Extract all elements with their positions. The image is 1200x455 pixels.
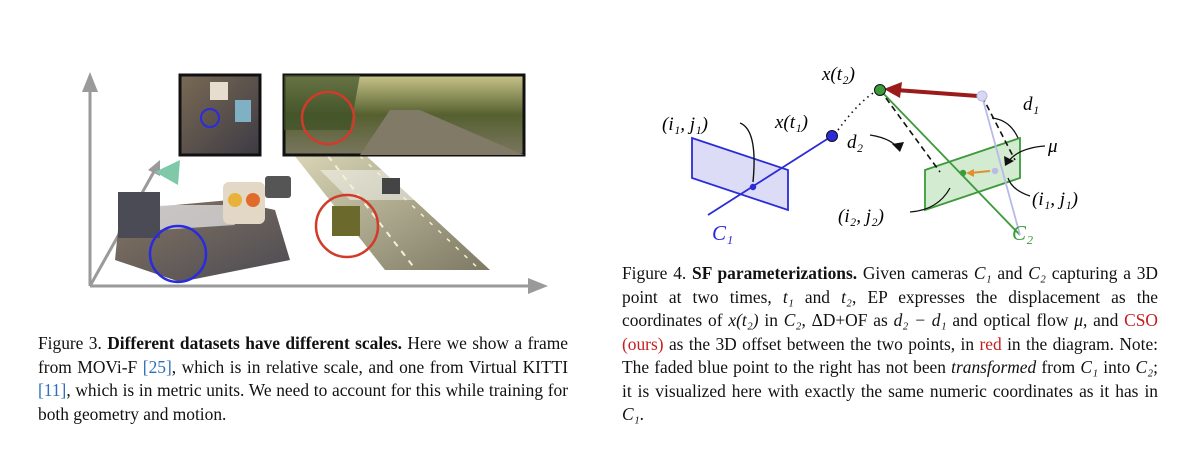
faded-point <box>976 90 988 102</box>
label-mu: μ <box>1047 136 1058 157</box>
movi-point-cloud <box>115 160 291 284</box>
kitti-frame-inset <box>282 73 526 157</box>
figure4-title: SF parameterizations. <box>692 263 858 283</box>
figure4-text: , EP expresses the displacement as the c… <box>622 286 1159 331</box>
math-mu: μ <box>1074 310 1083 330</box>
figure4-label: Figure 4. <box>622 263 687 283</box>
figure3-text-1: Here we show a frame from MOVi-F <box>38 333 568 377</box>
figure4-text: Given cameras <box>857 263 974 283</box>
math-c1: C₁ <box>622 404 640 424</box>
figure3-text-3: , which is in metric units. We need to a… <box>38 380 568 424</box>
figure4-text: as the 3D offset between the two points,… <box>663 333 980 354</box>
red-word-highlight: red <box>979 333 1002 354</box>
figure4-text: ; it is visualized here with exactly the… <box>622 357 1158 401</box>
math-c2: C₂ <box>1028 263 1046 283</box>
citation-link[interactable]: [11] <box>38 380 67 400</box>
math-t1: t₁ <box>782 286 794 307</box>
figure4-text: and <box>991 263 1029 283</box>
math-c2: C₂ <box>1135 357 1154 377</box>
figure4-text: . <box>639 404 645 424</box>
movi-frame-inset <box>178 73 262 157</box>
label-i2j2: (i₂, j₂) <box>838 206 884 227</box>
emphasis-transformed: transformed <box>951 357 1037 377</box>
figure4-text: from <box>1036 357 1081 377</box>
math-c1: C₁ <box>973 263 992 283</box>
label-i1j1-right: (i₁, j₁) <box>1032 189 1078 210</box>
figure3-label: Figure 3. <box>38 333 102 353</box>
math-c2: C₂ <box>783 310 802 330</box>
label-x-t2: x(t₂) <box>821 64 855 85</box>
point-t2 <box>874 84 886 96</box>
label-d1: d₁ <box>1023 94 1039 115</box>
math-x-t2: x(t₂) <box>728 310 759 330</box>
cso-offset-arrow <box>884 82 979 98</box>
figure4-text: and <box>793 286 842 307</box>
camera2-image-plane <box>879 89 1021 236</box>
camera1-image-plane <box>691 122 838 216</box>
label-d2: d₂ <box>847 132 864 153</box>
math-t2: t₂ <box>841 286 852 307</box>
figure4-text: , ΔD+OF as <box>801 310 894 330</box>
math-c1: C₁ <box>1080 357 1099 377</box>
figure4-diagram: x(t₂) x(t₁) (i₁, j₁) d₂ d₁ μ (i₁, j₁) (i… <box>662 64 1078 245</box>
label-camera2: C₂ <box>1012 221 1033 245</box>
figure4-text: in the diagram. Note: The faded blue poi… <box>622 333 1158 378</box>
figure3-image <box>82 72 548 294</box>
math-d2-minus-d1: d₂ − d₁ <box>893 310 947 330</box>
figure4-text: into <box>1098 357 1136 377</box>
figure4-text: and optical flow <box>946 310 1075 330</box>
figure3-title: Different datasets have different scales… <box>107 333 402 353</box>
figure4-text: capturing a 3D point at two times, <box>622 263 1158 307</box>
point-trajectory <box>837 89 879 131</box>
label-x-t1: x(t₁) <box>774 112 808 133</box>
citation-link[interactable]: [25] <box>142 356 172 377</box>
figure3-caption: Figure 3. Different datasets have differ… <box>38 332 568 426</box>
figure4-caption: Figure 4. SF parameterizations. Given ca… <box>622 262 1158 427</box>
label-i1j1-left: (i₁, j₁) <box>662 114 708 135</box>
figure4-text: in <box>758 310 784 330</box>
cso-ours-highlight: CSO (ours) <box>622 310 1158 354</box>
figure4-text: , and <box>1082 310 1125 330</box>
figure3-text-2: , which is in relative scale, and one fr… <box>171 356 568 377</box>
label-camera1: C₁ <box>712 221 733 245</box>
kitti-point-cloud <box>290 150 490 271</box>
